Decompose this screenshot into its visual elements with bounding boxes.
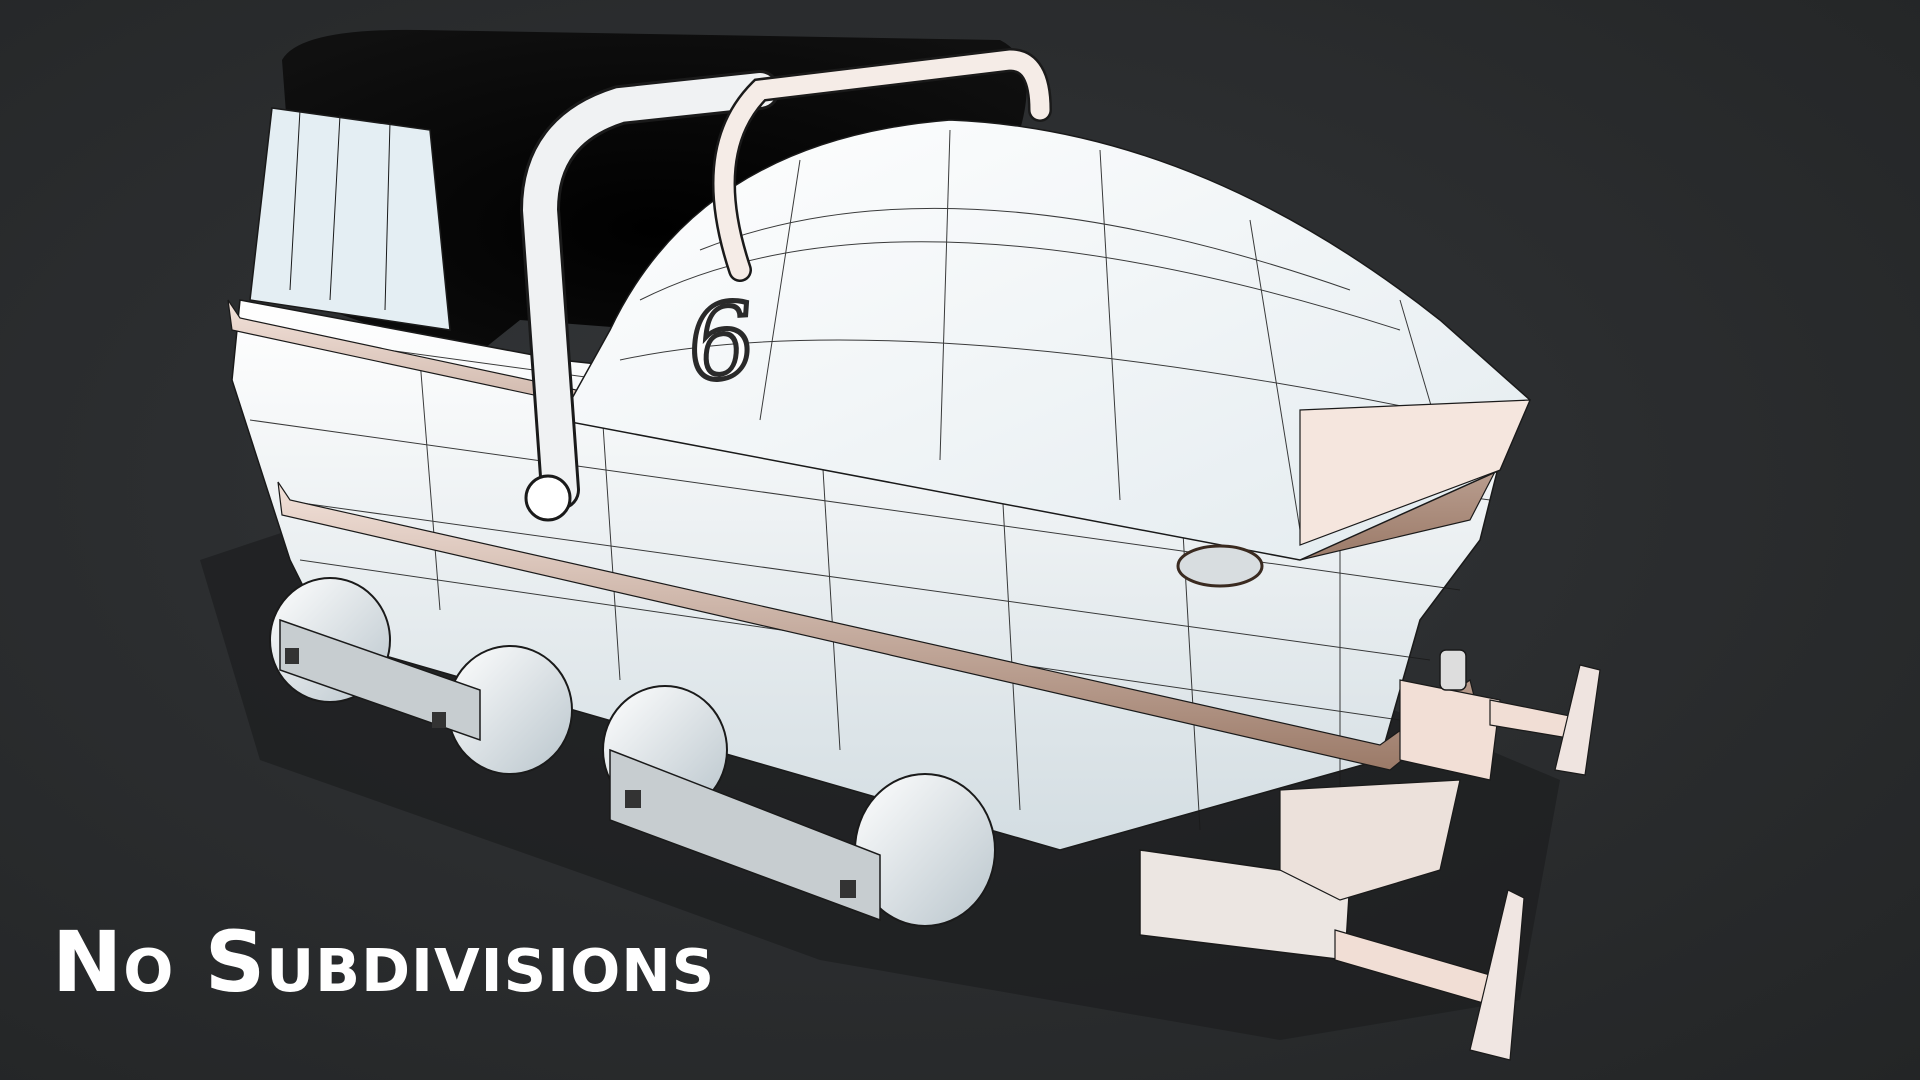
front-wheel-bogie [602,685,996,927]
lower-trim-rail [277,481,1476,771]
front-buffer-upper [1399,649,1601,781]
grab-bar [519,47,1052,522]
car-number-label: 6 [681,276,761,407]
caption-text: No Subdivisions [52,913,716,1011]
front-skid [1279,779,1461,901]
headlight [1176,544,1264,588]
front-hood [558,119,1531,561]
rear-wheel-bogie [269,577,573,775]
rear-cabin [249,107,451,331]
seat-backrest [282,29,1027,360]
hitch-knob [1439,649,1467,691]
